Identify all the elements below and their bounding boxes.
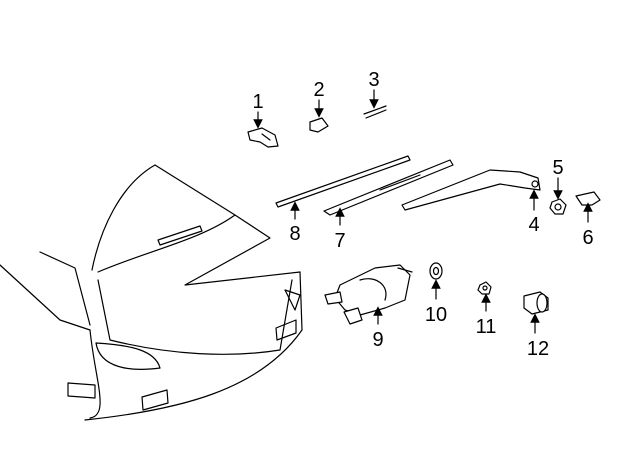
callout-10: 10: [425, 304, 447, 326]
part-11-nut: [477, 281, 492, 295]
callout-7: 7: [334, 230, 345, 252]
callout-12: 12: [527, 338, 549, 360]
callout-5: 5: [552, 157, 563, 179]
callout-2: 2: [313, 79, 324, 101]
callout-1: 1: [252, 91, 263, 113]
callout-arrows: [253, 89, 593, 334]
part-7-wiper-blade: [323, 159, 454, 216]
callout-8: 8: [289, 223, 300, 245]
callout-9: 9: [372, 329, 383, 351]
part-4-wiper-arm: [401, 169, 541, 211]
part-9-wiper-motor: [324, 264, 413, 325]
callout-4: 4: [528, 214, 539, 236]
part-12-grommet: [523, 291, 549, 315]
part-8-blade-insert: [275, 155, 411, 208]
callout-6: 6: [582, 227, 593, 249]
part-1-clip: [247, 127, 279, 148]
part-3-hose: [363, 105, 387, 119]
callout-3: 3: [368, 69, 379, 91]
part-2-nozzle: [309, 117, 329, 133]
vehicle-rear-body: [0, 164, 303, 421]
part-10-washer: [429, 262, 443, 280]
callout-11: 11: [476, 316, 497, 338]
part-6-cap: [575, 191, 601, 206]
part-5-nut: [549, 198, 567, 215]
